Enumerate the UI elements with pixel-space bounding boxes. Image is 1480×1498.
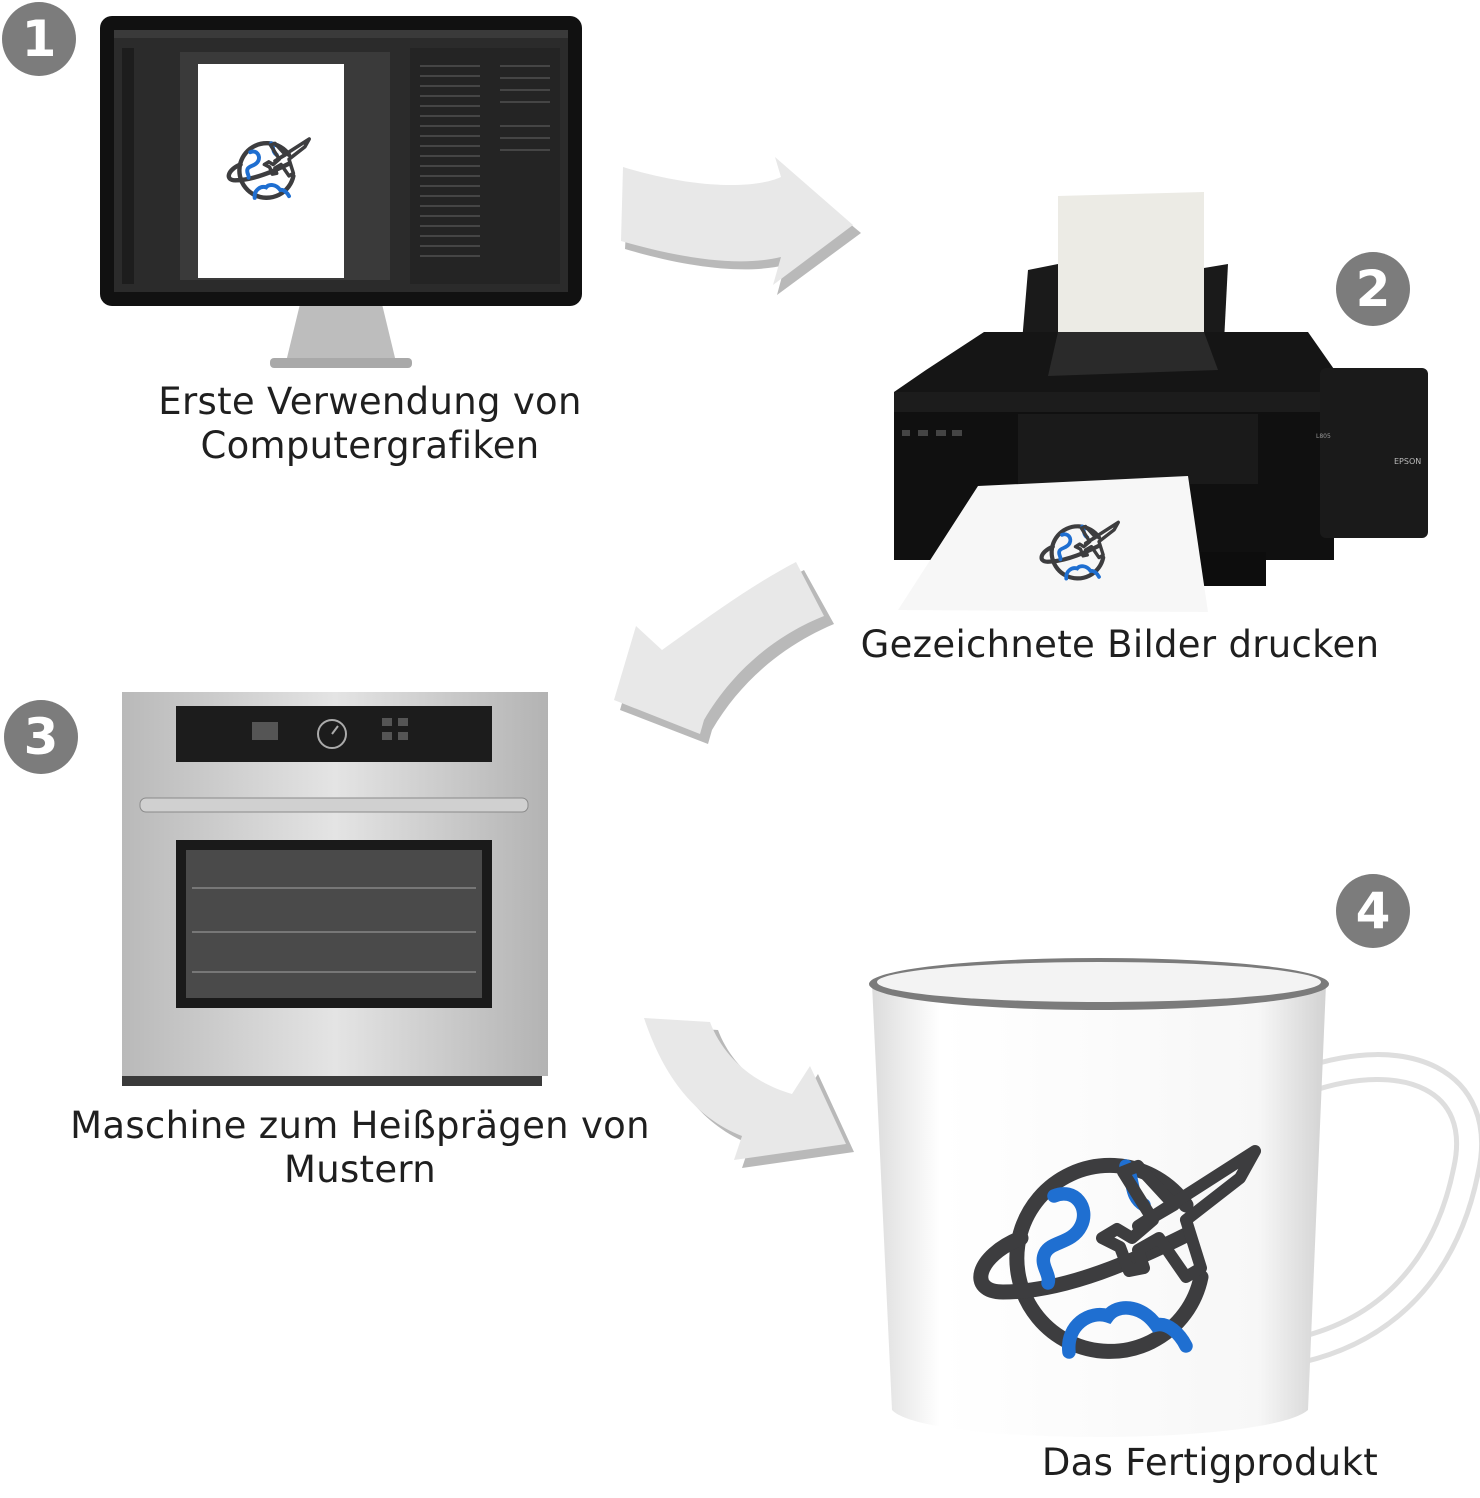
- arrow-step-1-to-2: [621, 157, 861, 295]
- step-1-caption: Erste Verwendung von Computergrafiken: [120, 380, 620, 468]
- step-3-caption-line-2: Mustern: [283, 1148, 437, 1191]
- printer-model-label: L805: [1316, 433, 1331, 440]
- printer-brand-label: EPSON: [1394, 457, 1421, 466]
- step-2-caption: Gezeichnete Bilder drucken: [830, 623, 1410, 667]
- step-1-caption-line-1: Erste Verwendung von: [158, 380, 582, 423]
- step-number-badge-3: 3: [4, 700, 78, 774]
- step-1-caption-line-2: Computergrafiken: [200, 424, 540, 467]
- step-2-caption-line-1: Gezeichnete Bilder drucken: [860, 623, 1380, 666]
- printer-illustration: EPSON L805: [894, 192, 1428, 612]
- heat-press-oven-illustration: [122, 692, 548, 1086]
- step-4-caption-line-1: Das Fertigprodukt: [1041, 1441, 1379, 1484]
- arrow-step-3-to-4: [644, 1018, 854, 1168]
- step-3-caption: Maschine zum Heißprägen von Mustern: [50, 1104, 670, 1192]
- step-number-badge-1: 1: [2, 2, 76, 76]
- arrow-step-2-to-3: [614, 562, 834, 744]
- enamel-mug-illustration: [869, 958, 1480, 1437]
- step-number-badge-2: 2: [1336, 252, 1410, 326]
- computer-monitor-illustration: [100, 16, 582, 368]
- step-4-caption: Das Fertigprodukt: [1000, 1441, 1420, 1485]
- step-3-caption-line-1: Maschine zum Heißprägen von: [70, 1104, 650, 1147]
- step-number-badge-4: 4: [1336, 874, 1410, 948]
